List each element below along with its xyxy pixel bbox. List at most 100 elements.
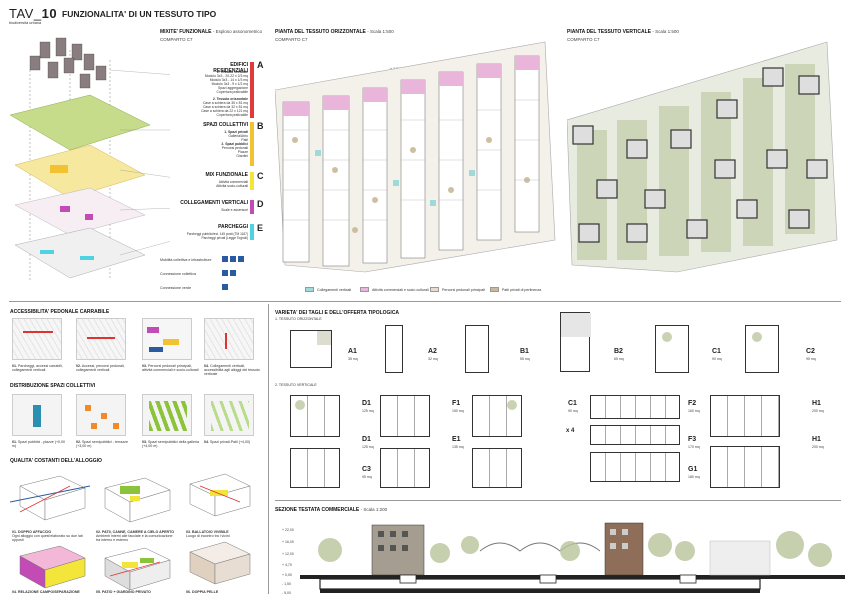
typ-v-c3-plan xyxy=(290,448,340,488)
section-e-items: Parcheggi pubblici/est. 145 posti (TM 11… xyxy=(186,232,248,240)
typ-v-h1b-code: H1 xyxy=(812,436,821,443)
section-c-letter: C xyxy=(257,171,264,181)
typ-v-h1b-mq: 200 mq xyxy=(812,445,824,449)
level-2: + 16,00 xyxy=(282,540,294,544)
typ-c1-mq: 90 mq xyxy=(712,357,722,361)
typ-v-h1a-mq: 200 mq xyxy=(812,409,824,413)
typ-b2-plan xyxy=(560,312,591,372)
multiplier: x 4 xyxy=(566,428,575,434)
typ-v-f1-code: F1 xyxy=(452,400,461,407)
legend-text-commercial: Attività commerciali e socio culturali xyxy=(372,288,429,292)
typ-c2-code: C2 xyxy=(806,348,815,355)
typ-v-f2-plan xyxy=(590,395,680,419)
typ-v-f3-mq: 170 mq xyxy=(688,445,700,449)
plan-h-title: PIANTA DEL TESSUTO ORIZZONTALE - Scala 1… xyxy=(275,29,394,35)
plan-horizontal xyxy=(275,41,556,273)
legend-swatch-patii xyxy=(490,287,499,292)
typ-v-e1-mq: 135 mq xyxy=(452,445,464,449)
typ-v-f1-mq: 150 mq xyxy=(452,409,464,413)
section-a-title: EDIFICI RESIDENZIALI xyxy=(213,62,248,74)
typ-v-d1a-code: D1 xyxy=(362,400,371,407)
typ-a2-plan xyxy=(385,325,403,373)
qualita-illustrations xyxy=(10,473,251,591)
legend-swatch-commercial xyxy=(360,287,369,292)
tav-label: TAV_10 xyxy=(9,6,57,21)
tav-sub: biodiversità urbana xyxy=(9,21,42,25)
exploded-axonometric xyxy=(9,37,170,280)
distrib-title: DISTRIBUZIONE SPAZI COLLETTIVI xyxy=(10,383,96,389)
typ-v-f3-plan xyxy=(590,425,680,445)
access-cap-1: 01. Parcheggi, accessi carrabili, colleg… xyxy=(12,364,63,373)
typ-a2-code: A2 xyxy=(428,348,437,355)
section-drawing xyxy=(300,522,845,593)
typ-v-f2-code: F2 xyxy=(688,400,697,407)
typ-v-d1b-mq: 125 mq xyxy=(362,445,374,449)
divider-horizontal xyxy=(9,301,841,302)
typ-c1-code: C1 xyxy=(712,348,721,355)
access-thumb-1 xyxy=(12,318,62,360)
section-a-bar xyxy=(250,62,254,118)
distrib-thumb-4 xyxy=(204,394,254,436)
access-thumb-2 xyxy=(76,318,126,360)
legend-label-3: Connessione verde xyxy=(160,286,191,290)
legend-text-vertical: Collegamenti verticali xyxy=(317,288,352,292)
distrib-thumb-2 xyxy=(76,394,126,436)
typ-b2-mq: 65 mq xyxy=(614,357,624,361)
typ-c2-plan xyxy=(745,325,779,373)
distrib-thumb-1 xyxy=(12,394,62,436)
plan-v-title: PIANTA DEL TESSUTO VERTICALE - Scala 1:5… xyxy=(567,29,679,35)
level-3: + 12,00 xyxy=(282,552,294,556)
distrib-cap-2: 02. Spazi semipubblici - terrazze (+3,00… xyxy=(76,440,128,449)
typ-v-row3-mid-plan xyxy=(472,448,522,488)
typ-a1-plan xyxy=(290,330,332,368)
section-e-title: PARCHEGGI xyxy=(218,224,248,230)
typ-v-h1a-code: H1 xyxy=(812,400,821,407)
level-4: + 4,70 xyxy=(282,563,292,567)
divider-sezione xyxy=(275,500,841,501)
section-b-bar xyxy=(250,122,254,166)
section-d-title: COLLEGAMENTI VERTICALI xyxy=(180,200,248,206)
level-6: - 1,50 xyxy=(282,582,291,586)
legend-label-1: Mobilità collettiva e infrastrutture xyxy=(160,258,212,262)
typ-v-f2-mq: 160 mq xyxy=(688,409,700,413)
typ-v-d1a-mq: 125 mq xyxy=(362,409,374,413)
section-c-title: MIX FUNZIONALE xyxy=(205,172,249,178)
typ-v-e1-code: E1 xyxy=(452,436,461,443)
typ-b1-plan xyxy=(465,325,489,373)
varieta-sec2: 2. TESSUTO VERTICALE xyxy=(275,383,317,387)
sezione-title: SEZIONE TESTATA COMMERCIALE - Scala 1:20… xyxy=(275,507,388,513)
section-d-letter: D xyxy=(257,199,264,209)
typ-a1-code: A1 xyxy=(348,348,357,355)
section-c-items: Attività commerciali Attività socio-cult… xyxy=(216,180,248,188)
legend-icons xyxy=(222,256,252,292)
section-e-letter: E xyxy=(257,223,264,233)
typ-v-h1-row3-plan xyxy=(710,446,780,488)
section-c-bar xyxy=(250,172,254,190)
legend-label-2: Connessione collettiva xyxy=(160,272,196,276)
page-title: FUNZIONALITA' DI UN TESSUTO TIPO xyxy=(62,9,217,19)
section-d-bar xyxy=(250,200,254,214)
mixite-heading: MIXITE' FUNZIONALE - Esploso assonometri… xyxy=(160,29,263,35)
typ-v-g1-mq: 180 mq xyxy=(688,475,700,479)
legend-swatch-paths xyxy=(430,287,439,292)
typ-v-c3-code: C3 xyxy=(362,466,371,473)
section-d-items: Scale e ascensori xyxy=(221,208,248,212)
distrib-cap-4: 04. Spazi privati-Patii (+4,00) xyxy=(204,440,251,444)
typ-v-f3-code: F3 xyxy=(688,436,697,443)
typ-v-g1-code: G1 xyxy=(688,466,698,473)
access-thumb-4 xyxy=(204,318,254,360)
varieta-sec1: 1. TESSUTO ORIZZONTALE xyxy=(275,317,322,321)
section-b-title: SPAZI COLLETTIVI xyxy=(203,122,248,128)
qualita-cap-5: 05. PATIO + GIARDINO PRIVATO xyxy=(96,590,151,594)
typ-v-d1a-plan xyxy=(290,395,340,437)
tav-number: 10 xyxy=(41,6,58,21)
section-a-letter: A xyxy=(257,60,264,70)
legend-text-patii: Patii privati di pertinenza xyxy=(502,288,542,292)
access-thumb-3 xyxy=(142,318,192,360)
access-cap-2: 02. Accessi, percorsi pedonali, collegam… xyxy=(76,364,125,373)
typ-a1-mq: 35 mq xyxy=(348,357,358,361)
plan-vertical xyxy=(567,41,838,273)
